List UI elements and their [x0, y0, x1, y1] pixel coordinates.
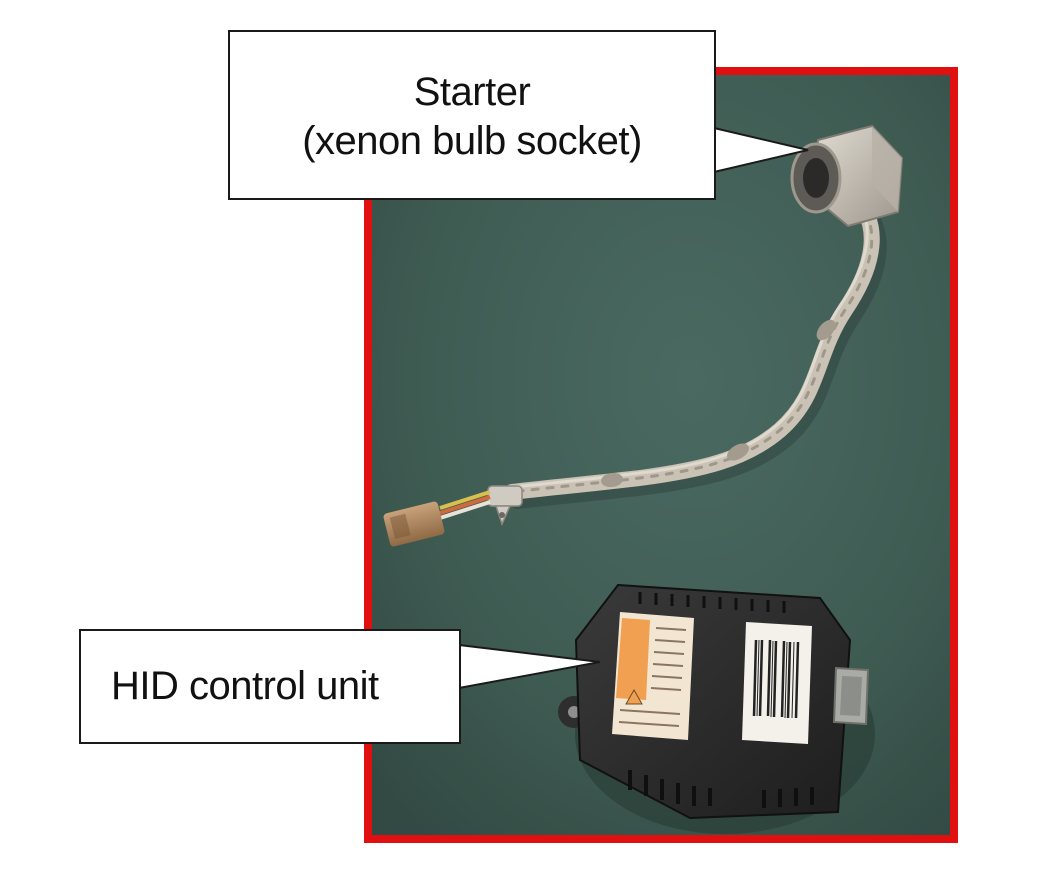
wire-connector [383, 501, 445, 547]
hid-callout-pointer [458, 644, 601, 689]
starter-callout-title: Starter [413, 70, 531, 115]
hid-control-unit-callout: HID control unit [79, 629, 461, 744]
starter-callout-subtitle: (xenon bulb socket) [302, 119, 642, 163]
starter-callout: Starter (xenon bulb socket) [228, 30, 716, 200]
wire-clip [439, 485, 523, 527]
starter-socket [790, 124, 904, 228]
starter-callout-pointer [713, 127, 809, 173]
warning-sticker [612, 612, 694, 740]
unit-connector [832, 666, 870, 726]
barcode-sticker [742, 622, 812, 744]
hid-control-unit [558, 583, 875, 834]
hid-control-unit-label: HID control unit [111, 664, 379, 709]
cable-harness [504, 182, 880, 500]
